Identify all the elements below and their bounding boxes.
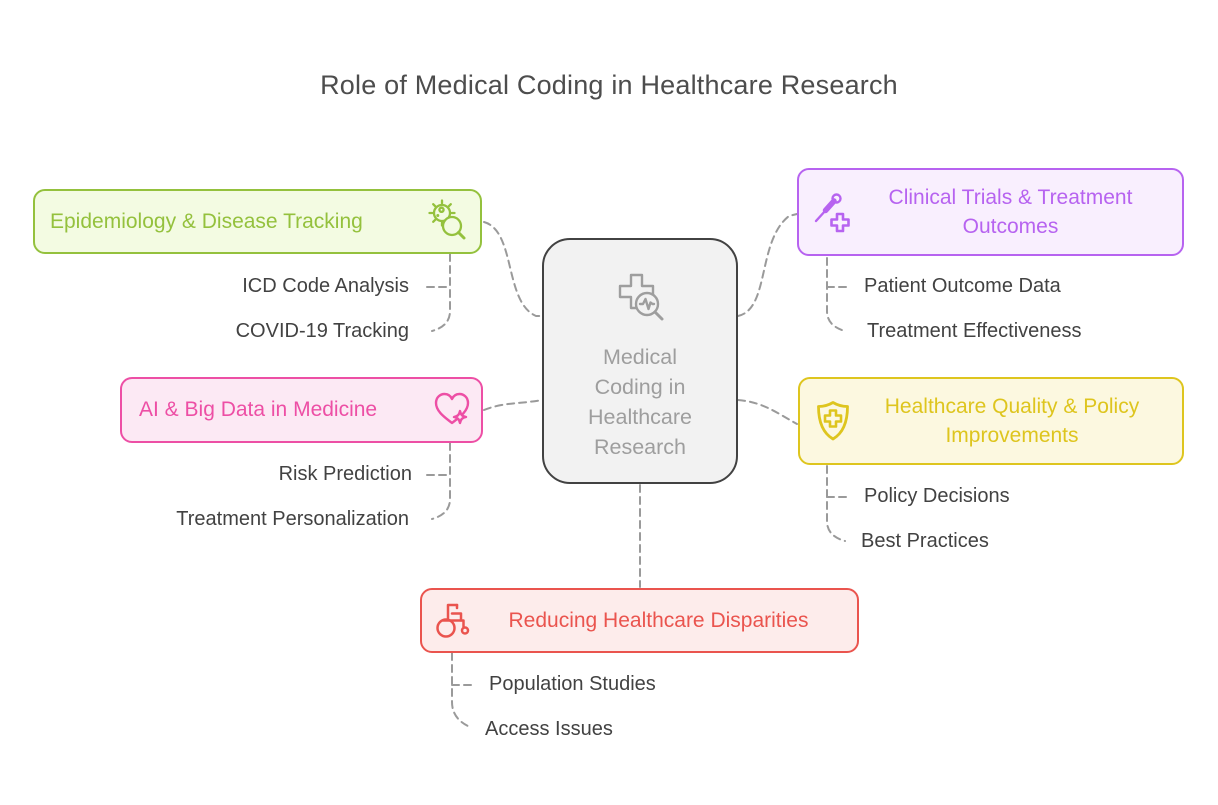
connector-center-epidemiology <box>483 221 543 317</box>
wheelchair-icon <box>432 599 474 643</box>
branch-ai-big-data: AI & Big Data in Medicine <box>120 377 483 443</box>
branch-epidemiology-label: Epidemiology & Disease Tracking <box>50 209 363 233</box>
medical-cross-search-icon <box>609 267 671 334</box>
connector-center-clinical-trials <box>737 213 798 317</box>
branch-ai-big-data-label: AI & Big Data in Medicine <box>139 398 378 421</box>
branch-quality-policy-label: Healthcare Quality & Policy Improvements <box>884 395 1140 447</box>
child-treatment-effectiveness: Treatment Effectiveness <box>867 320 1082 342</box>
center-line-4: Research <box>593 435 686 459</box>
connector-clinical-children <box>826 257 846 332</box>
child-patient-outcome-data: Patient Outcome Data <box>864 275 1061 297</box>
page-title: Role of Medical Coding in Healthcare Res… <box>320 70 898 100</box>
branch-clinical-trials: Clinical Trials & Treatment Outcomes <box>797 168 1184 256</box>
child-policy-decisions: Policy Decisions <box>864 485 1010 507</box>
connector-disparities-children <box>451 652 471 728</box>
branch-disparities: Reducing Healthcare Disparities <box>420 588 859 653</box>
virus-search-icon <box>426 199 470 244</box>
connector-ai-children <box>431 442 451 520</box>
center-node: Medical Coding in Healthcare Research <box>542 238 738 484</box>
connector-epidemiology-children <box>431 253 451 332</box>
center-line-2: Coding in <box>594 375 686 399</box>
child-covid-19-tracking: COVID-19 Tracking <box>235 320 409 342</box>
syringe-plus-icon <box>811 190 851 234</box>
child-treatment-personalization: Treatment Personalization <box>176 508 409 530</box>
connector-center-ai-big-data <box>483 399 543 411</box>
heart-sparkle-icon <box>431 390 473 430</box>
center-line-1: Medical <box>602 345 678 369</box>
branch-clinical-trials-label: Clinical Trials & Treatment Outcomes <box>888 186 1133 238</box>
child-access-issues: Access Issues <box>485 718 613 740</box>
branch-quality-policy: Healthcare Quality & Policy Improvements <box>798 377 1184 465</box>
connector-center-quality-policy <box>737 399 798 425</box>
child-population-studies: Population Studies <box>489 673 656 695</box>
child-risk-prediction: Risk Prediction <box>278 463 412 485</box>
center-line-3: Healthcare <box>588 405 692 429</box>
center-node-label: Medical Coding in Healthcare Research <box>588 342 692 462</box>
branch-epidemiology: Epidemiology & Disease Tracking <box>33 189 482 254</box>
connector-quality-children <box>826 465 846 542</box>
child-best-practices: Best Practices <box>861 530 989 552</box>
branch-disparities-label: Reducing Healthcare Disparities <box>508 608 809 632</box>
shield-cross-icon <box>812 399 854 444</box>
child-icd-code-analysis: ICD Code Analysis <box>242 275 409 297</box>
